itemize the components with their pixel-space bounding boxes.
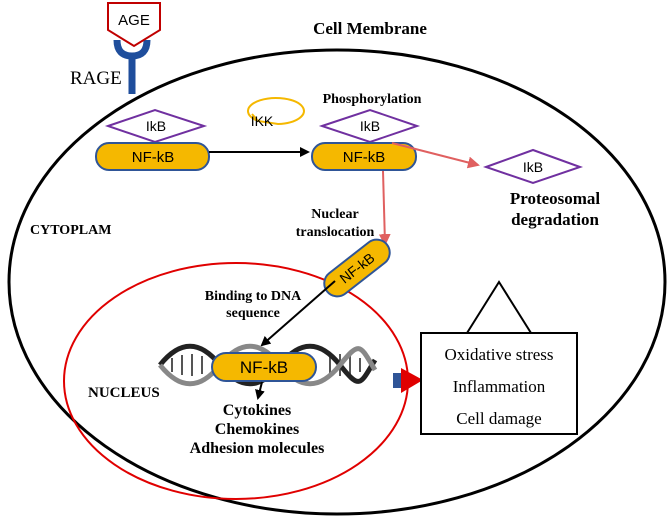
output-cytokines: Cytokines	[223, 402, 291, 419]
phosphorylation-label: Phosphorylation	[323, 92, 422, 107]
effect-inflammation: Inflammation	[453, 377, 546, 396]
effects-block-arrow	[393, 368, 423, 393]
rage-receptor	[113, 39, 151, 94]
degradation-arrow	[391, 142, 480, 169]
ikb-label-degraded: IkB	[523, 159, 543, 175]
ikb-diamond-left	[104, 108, 208, 144]
nfkb-label-dna: NF-kB	[240, 358, 288, 377]
effects-triangle	[465, 280, 533, 334]
ikb-diamond-middle	[318, 108, 421, 144]
nuclear-label-line1: Nuclear	[311, 207, 358, 222]
expression-arrow	[255, 381, 265, 400]
age-label: AGE	[118, 12, 150, 29]
dna-binding-arrow	[260, 280, 336, 347]
ikb-label-left: IkB	[146, 118, 166, 134]
nfkb-capsule-middle	[311, 142, 417, 171]
effect-cell-damage: Cell damage	[456, 409, 541, 428]
nucleus-label: NUCLEUS	[88, 385, 160, 401]
cytoplasm-label: CYTOPLAM	[30, 223, 111, 238]
ikk-enzyme	[247, 97, 305, 126]
rage-label: RAGE	[70, 68, 122, 89]
nfkb-capsule-dna	[211, 352, 317, 382]
cell-membrane-label: Cell Membrane	[313, 19, 427, 38]
age-ligand	[107, 2, 161, 48]
cell-membrane-outline	[7, 48, 667, 516]
nuclear-label-line2: translocation	[296, 225, 375, 240]
ikb-label-middle: IkB	[360, 118, 380, 134]
binding-label-line1: Binding to DNA	[205, 289, 302, 304]
effects-box	[420, 332, 578, 435]
output-chemokines: Chemokines	[215, 421, 299, 438]
nfkb-label-middle: NF-kB	[343, 149, 386, 166]
output-adhesion-molecules: Adhesion molecules	[190, 440, 325, 457]
translocation-arrow	[378, 170, 391, 246]
ikk-label: IKK	[251, 113, 274, 129]
proteosomal-label-line2: degradation	[511, 210, 599, 229]
proteosomal-label-line1: Proteosomal	[510, 189, 601, 208]
ikb-diamond-degraded	[482, 148, 584, 185]
binding-label-line2: sequence	[226, 306, 280, 321]
nfkb-label-left: NF-kB	[132, 149, 175, 166]
effect-oxidative-stress: Oxidative stress	[444, 345, 553, 364]
nfkb-translocating: NF-kB	[323, 238, 391, 298]
nfkb-capsule-left	[95, 142, 210, 171]
